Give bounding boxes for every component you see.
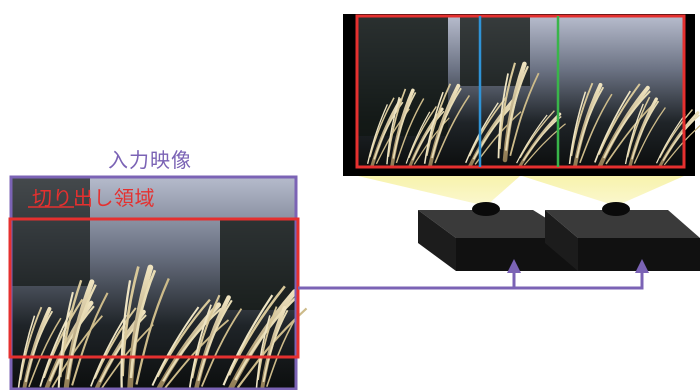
screen-crop-frame	[355, 14, 686, 169]
arrow-head-left	[507, 259, 521, 273]
projector-left	[418, 202, 578, 271]
signal-arrows	[298, 259, 649, 290]
projection-beam-right	[522, 176, 684, 206]
arrow-head-right	[635, 259, 649, 273]
crop-region-label: 切り出し領域	[32, 186, 155, 210]
input-video	[8, 175, 310, 390]
input-video-label: 入力映像	[108, 148, 192, 172]
projected-screen	[343, 14, 700, 176]
projector-right	[545, 202, 700, 271]
projection-beam-left	[358, 176, 520, 206]
